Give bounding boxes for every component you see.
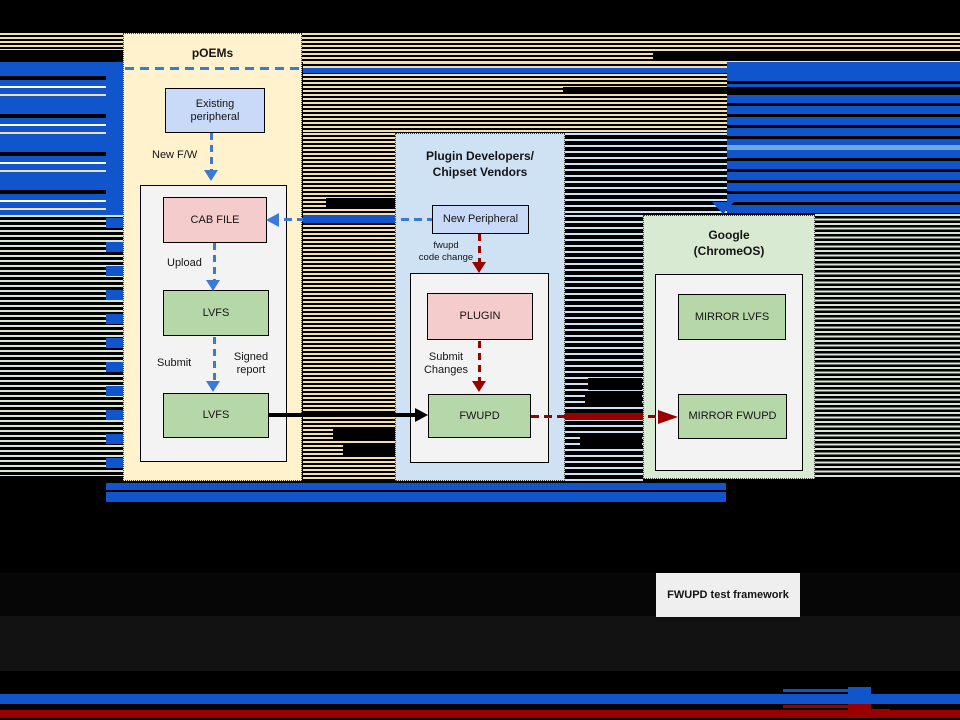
label-fwupd-code-change: fwupd code change (410, 240, 482, 264)
label-new-fw: New F/W (152, 149, 198, 161)
arrow-new-peripheral-to-cab-head (266, 213, 279, 227)
lane-plugin-title-line2: Chipset Vendors (432, 165, 528, 179)
node-lvfs-submit-label: LVFS (202, 409, 230, 421)
bottom-red-stripe (0, 710, 960, 718)
node-plugin: PLUGIN (427, 293, 533, 340)
glitch-blue-left-column (0, 62, 106, 215)
label-submit-changes: Submit Changes (421, 351, 471, 377)
lane-poems-title: pOEMs (191, 46, 234, 60)
node-lvfs-upload-label: LVFS (202, 306, 230, 319)
arrow-lvfs-to-fwupd-head (415, 408, 428, 422)
node-mirror-fwupd: MIRROR FWUPD (678, 394, 787, 439)
arrow-new-fw-line (210, 133, 213, 171)
node-fwupd-test-framework-label: FWUPD test framework (667, 588, 789, 601)
glitch-blue-band-solid (106, 62, 124, 218)
arrow-submit-changes-head (472, 381, 486, 392)
arrow-fwupd-to-mirror-glitch-segment (565, 413, 643, 420)
node-mirror-fwupd-label: MIRROR FWUPD (688, 410, 777, 422)
arrow-upload-line (213, 243, 216, 281)
node-cab-file-label: CAB FILE (190, 213, 240, 226)
node-new-peripheral-label: New Peripheral (442, 213, 519, 225)
glitch-stripes-tan-column (303, 133, 395, 481)
bottom-blue-bar-upper (106, 483, 726, 490)
arrow-new-fw-head (204, 170, 218, 181)
node-fwupd-test-framework: FWUPD test framework (656, 573, 800, 617)
node-mirror-lvfs-label: MIRROR LVFS (694, 310, 770, 323)
bottom-blue-bar-lower (106, 492, 726, 502)
label-signed-report-line2: report (236, 364, 266, 376)
glitch-stripes-green-left (0, 215, 124, 476)
glitch-blue-line-top (303, 68, 960, 73)
node-lvfs-submit: LVFS (163, 393, 269, 438)
bottom-dark-band-1 (0, 573, 960, 616)
glitch-blue-bars-right (727, 62, 960, 213)
glitch-blue-thin-line (783, 689, 848, 692)
label-fwupd-code-change-line2: code change (418, 252, 474, 263)
arrow-upload-head (206, 280, 220, 291)
glitch-red-notch (848, 704, 871, 713)
label-submit-changes-line2: Changes (423, 364, 469, 376)
arrow-submit-line (213, 337, 216, 381)
lane-plugin-title-line1: Plugin Developers/ (425, 149, 535, 163)
glitch-blue-band-dashed (106, 218, 124, 482)
glitch-black-bar (585, 393, 642, 405)
glitch-red-thin-line (783, 705, 848, 708)
node-plugin-label: PLUGIN (459, 310, 501, 322)
label-submit-changes-line1: Submit (428, 351, 464, 363)
label-signed-report-line1: Signed (233, 351, 269, 363)
node-fwupd: FWUPD (428, 394, 531, 438)
arrow-submit-head (206, 381, 220, 392)
glitch-stripes-tan-upper (303, 62, 727, 133)
arrow-submit-changes-line (478, 341, 481, 381)
glitch-black-bar (588, 378, 642, 390)
arrow-code-change-head (472, 262, 486, 273)
node-existing-peripheral: Existing peripheral (165, 88, 265, 133)
lane-google-title-line2: (ChromeOS) (693, 244, 765, 258)
label-submit: Submit (157, 357, 192, 369)
label-upload: Upload (167, 257, 202, 269)
lane-google-title-line1: Google (708, 228, 750, 242)
glitch-black-bar (653, 52, 960, 61)
node-mirror-lvfs: MIRROR LVFS (678, 294, 786, 340)
glitch-blue-arrowhead (712, 202, 734, 214)
node-new-peripheral: New Peripheral (432, 205, 529, 234)
node-lvfs-upload: LVFS (163, 290, 269, 336)
label-fwupd-code-change-line1: fwupd (433, 240, 459, 251)
glitch-stripes-lightblue-top (565, 133, 727, 215)
glitch-black-bar (343, 443, 395, 455)
glitch-black-bar (563, 87, 960, 94)
bottom-dark-band-2 (0, 616, 960, 671)
node-cab-file: CAB FILE (163, 197, 267, 243)
glitch-stripes-green-right (815, 214, 960, 479)
arrow-lvfs-to-fwupd-line (269, 413, 415, 417)
glitch-black-bar (333, 428, 395, 440)
label-signed-report: Signed report (228, 351, 274, 377)
node-fwupd-label: FWUPD (459, 409, 500, 422)
lane-poems-dashed-separator (125, 67, 301, 70)
glitch-black-bar (326, 198, 396, 208)
arrow-code-change-line (478, 234, 481, 262)
arrow-fwupd-to-mirror-head (658, 410, 678, 424)
glitch-lightblue-row (727, 145, 960, 150)
node-existing-peripheral-line2: peripheral (190, 110, 240, 123)
arrow-new-peripheral-to-cab-glitch-segment (303, 215, 395, 223)
bottom-blue-stripe (0, 694, 960, 704)
glitch-black-bar (580, 435, 642, 448)
glitch-black-bar (0, 50, 123, 62)
node-existing-peripheral-line1: Existing (195, 97, 235, 110)
